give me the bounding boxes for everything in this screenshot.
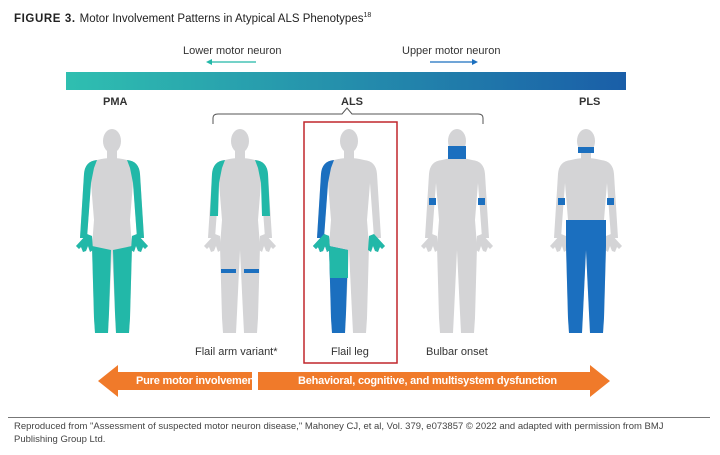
flail-arm-caption: Flail arm variant*	[195, 346, 278, 358]
upper-motor-neuron-label: Upper motor neuron	[402, 45, 501, 57]
lower-motor-neuron-label: Lower motor neuron	[183, 45, 282, 57]
als-bracket	[212, 107, 484, 124]
figure-title-text: Motor Involvement Patterns in Atypical A…	[79, 12, 364, 25]
pls-figure	[550, 129, 622, 333]
pma-header: PMA	[103, 96, 128, 108]
flail-arm-figure	[204, 129, 276, 333]
pure-motor-label: Pure motor involvement	[136, 375, 258, 387]
pls-header: PLS	[579, 96, 601, 108]
bulbar-onset-caption: Bulbar onset	[426, 346, 488, 358]
figure-title: FIGURE 3.Motor Involvement Patterns in A…	[14, 12, 371, 25]
highlight-box	[303, 121, 398, 364]
figure-reference: 18	[363, 12, 372, 19]
pure-motor-arrow	[98, 365, 252, 397]
source-footnote: Reproduced from "Assessment of suspected…	[14, 421, 664, 445]
lower-motor-neuron-arrow	[206, 59, 256, 65]
als-header: ALS	[341, 96, 363, 108]
multisystem-label: Behavioral, cognitive, and multisystem d…	[298, 375, 557, 387]
flail-leg-figure	[313, 129, 385, 333]
bulbar-onset-figure	[421, 129, 493, 333]
upper-motor-neuron-arrow	[430, 59, 478, 65]
motor-neuron-gradient-bar	[66, 72, 626, 90]
pma-figure	[76, 129, 148, 333]
footer-rule	[8, 417, 710, 418]
figure-label: FIGURE 3.	[14, 12, 76, 25]
multisystem-arrow	[258, 365, 610, 397]
flail-leg-caption: Flail leg	[331, 346, 369, 358]
